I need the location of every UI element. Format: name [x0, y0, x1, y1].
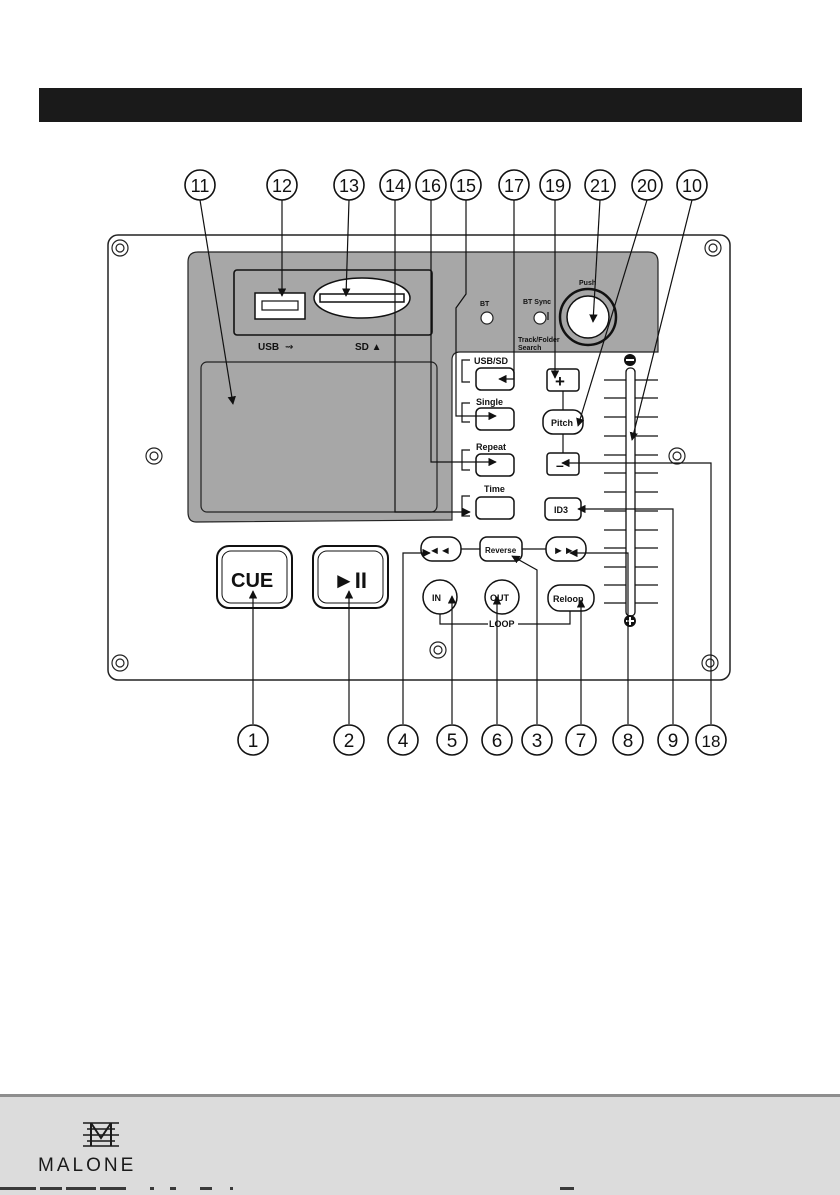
svg-text:13: 13	[339, 176, 359, 196]
callout-bottom-2: 2	[334, 725, 364, 755]
callout-top-19: 19	[540, 170, 570, 200]
reloop-label: Reloop	[553, 594, 584, 604]
pitch-fader-track[interactable]	[626, 368, 635, 616]
callout-top-10: 10	[677, 170, 707, 200]
callout-bottom-1: 1	[238, 725, 268, 755]
svg-text:9: 9	[668, 731, 679, 752]
callout-bottom-5: 5	[437, 725, 467, 755]
cue-label: CUE	[231, 570, 273, 592]
footer	[0, 1094, 840, 1195]
push-label: Push	[579, 280, 596, 287]
usb-sd-label: USB/SD	[474, 356, 509, 366]
track-folder-label: Track/Folder	[518, 337, 560, 344]
callout-bottom-4: 4	[388, 725, 418, 755]
control-panel-diagram: USB ⇝ SD ▲ BT BT Sync Push Track/Folder …	[0, 0, 840, 1080]
svg-text:16: 16	[421, 176, 441, 196]
callout-top-21: 21	[585, 170, 615, 200]
svg-text:15: 15	[456, 176, 476, 196]
svg-text:18: 18	[702, 732, 721, 751]
callout-top-13: 13	[334, 170, 364, 200]
svg-text:12: 12	[272, 176, 292, 196]
svg-text:14: 14	[385, 176, 405, 196]
callout-top-16: 16	[416, 170, 446, 200]
callout-bottom-9: 9	[658, 725, 688, 755]
svg-text:1: 1	[248, 731, 259, 752]
bt-led	[481, 312, 493, 324]
id3-label: ID3	[554, 505, 568, 515]
svg-text:3: 3	[532, 731, 543, 752]
play-pause-icon: ►II	[333, 568, 367, 593]
svg-text:2: 2	[344, 731, 355, 752]
svg-text:8: 8	[623, 731, 634, 752]
search-label: Search	[518, 345, 541, 352]
pitch-label: Pitch	[551, 418, 573, 428]
callout-top-17: 17	[499, 170, 529, 200]
in-label: IN	[432, 593, 441, 603]
svg-text:21: 21	[590, 176, 610, 196]
single-label: Single	[476, 397, 503, 407]
svg-text:6: 6	[492, 731, 503, 752]
callout-top-11: 11	[185, 170, 215, 200]
callout-bottom-8: 8	[613, 725, 643, 755]
malone-logo-icon	[81, 1120, 121, 1148]
next-icon: ►►	[553, 545, 575, 557]
footer-strip	[0, 1186, 840, 1192]
loop-label: LOOP	[489, 619, 515, 629]
callout-top-15: 15	[451, 170, 481, 200]
display-screen	[201, 362, 437, 512]
prev-icon: ◄◄	[429, 545, 451, 557]
callout-bottom-6: 6	[482, 725, 512, 755]
time-label: Time	[484, 484, 505, 494]
svg-text:10: 10	[682, 176, 702, 196]
repeat-label: Repeat	[476, 442, 506, 452]
callout-bottom-3: 3	[522, 725, 552, 755]
svg-text:7: 7	[576, 731, 587, 752]
usb-label: USB	[258, 342, 279, 353]
sd-label: SD ▲	[355, 342, 382, 353]
plus-icon: +	[555, 372, 565, 391]
svg-text:19: 19	[545, 176, 565, 196]
svg-text:20: 20	[637, 176, 657, 196]
callout-top-12: 12	[267, 170, 297, 200]
minus-icon: –	[556, 457, 564, 473]
reverse-label: Reverse	[485, 546, 517, 555]
callout-bottom-7: 7	[566, 725, 596, 755]
time-button[interactable]	[476, 497, 514, 519]
callout-top-20: 20	[632, 170, 662, 200]
repeat-button[interactable]	[476, 454, 514, 476]
bt-sync-button[interactable]	[534, 312, 546, 324]
svg-text:11: 11	[191, 176, 210, 196]
svg-text:17: 17	[504, 176, 524, 196]
svg-text:4: 4	[398, 731, 409, 752]
bt-label: BT	[480, 301, 490, 308]
svg-text:5: 5	[447, 731, 458, 752]
callout-top-14: 14	[380, 170, 410, 200]
out-label: OUT	[490, 593, 510, 603]
callout-bottom-18: 18	[696, 725, 726, 755]
brand-logo: MALONE	[38, 1155, 136, 1177]
usb-symbol-icon: ⇝	[285, 342, 293, 353]
single-button[interactable]	[476, 408, 514, 430]
bt-sync-label: BT Sync	[523, 299, 551, 306]
